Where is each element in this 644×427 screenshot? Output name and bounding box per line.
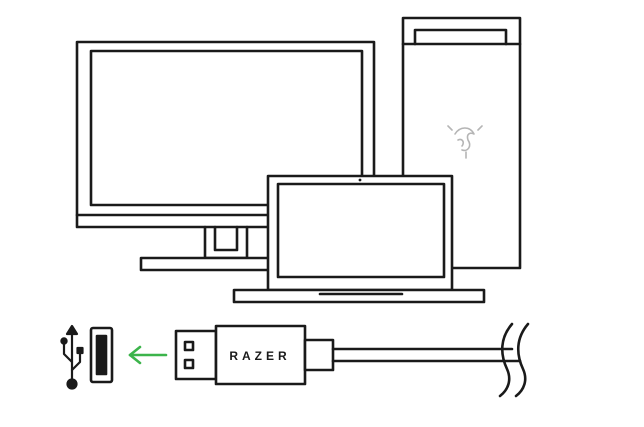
- arrow-left-icon: [128, 345, 168, 365]
- cable-brand-label: RAZER: [229, 349, 290, 363]
- laptop-icon: [232, 174, 486, 304]
- usb-trident-icon: [60, 324, 84, 390]
- usb-connector-icon: [174, 322, 530, 398]
- razer-logo-icon: [447, 125, 483, 159]
- usb-port-icon: [89, 326, 114, 384]
